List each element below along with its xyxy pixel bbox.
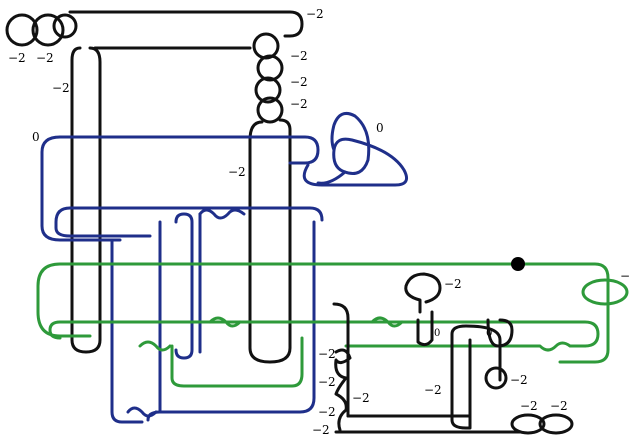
- green-twist-3: [140, 342, 170, 350]
- blue-left-edge: [42, 137, 120, 240]
- label-trefoil: 0: [376, 121, 384, 135]
- small-loop-top: [406, 274, 440, 312]
- trefoil-knot: [304, 113, 406, 185]
- green-right-clasp: [583, 280, 627, 304]
- label-green-right-edge: −: [620, 269, 629, 283]
- right-black-column: [250, 120, 290, 362]
- blue-twist-top: [200, 210, 244, 218]
- label-top-ring-left: −2: [8, 51, 26, 65]
- chain-ring-2: [258, 56, 282, 80]
- label-stack-4: −2: [312, 423, 330, 437]
- green-left-edge: [38, 264, 90, 336]
- trefoil-strand: [304, 113, 406, 185]
- dotted-circle-marker: [511, 257, 525, 271]
- left-black-column: [72, 48, 100, 352]
- blue-column-3: [176, 214, 192, 358]
- label-chain-1: −2: [290, 49, 308, 63]
- green-inner-top: [60, 322, 598, 346]
- label-stack-3: −2: [318, 405, 336, 419]
- green-bottom-band: [346, 343, 585, 350]
- blue-component: [42, 137, 322, 422]
- label-chain-2: −2: [290, 75, 308, 89]
- label-right-black-column: −2: [228, 165, 246, 179]
- label-left-black-column: −2: [52, 81, 70, 95]
- top-ring-right: [54, 15, 76, 37]
- label-bottom-chain-1: −2: [520, 399, 538, 413]
- blue-inner-left: [56, 208, 150, 236]
- label-stack-2: −2: [318, 375, 336, 389]
- label-tall-loop: −2: [424, 383, 442, 397]
- label-stack-side: −2: [352, 391, 370, 405]
- label-top-ring-middle: −2: [36, 51, 54, 65]
- chain-ring-1: [254, 34, 278, 58]
- label-blue-component: 0: [32, 130, 40, 144]
- label-stack-1: −2: [318, 347, 336, 361]
- clasp-left: [418, 312, 432, 345]
- label-small-loop-top: −2: [444, 277, 462, 291]
- blue-inner-top: [70, 208, 322, 220]
- label-bottom-chain-2: −2: [550, 399, 568, 413]
- bottom-bar: [336, 416, 520, 432]
- blue-column-1: [112, 240, 142, 422]
- label-clasp-right: 0: [486, 328, 492, 339]
- label-top-bar-right: −2: [306, 7, 324, 21]
- label-small-loop-bottom: −2: [510, 373, 528, 387]
- small-loop-bottom: [486, 368, 506, 388]
- green-component: [38, 264, 627, 386]
- label-clasp-left: 0: [434, 328, 440, 339]
- label-chain-3: −2: [290, 97, 308, 111]
- top-bar: [70, 12, 302, 36]
